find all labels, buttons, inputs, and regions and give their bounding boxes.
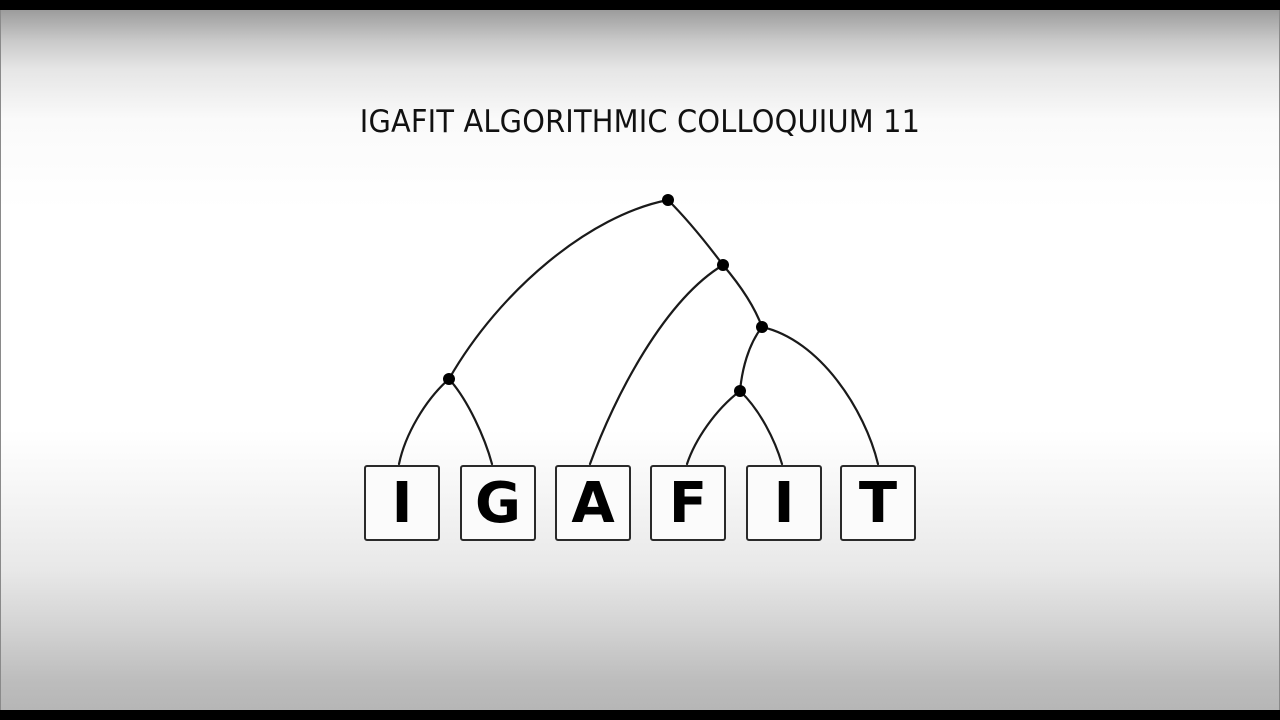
edge-n3-I [738, 389, 784, 466]
edge-n1-n2 [721, 263, 764, 329]
edge-n2-T [760, 325, 880, 466]
tree-node [734, 385, 746, 397]
tree-node [756, 321, 768, 333]
letter-box-f: F [650, 465, 726, 541]
edge-root-n1 [666, 198, 725, 267]
slide-title: IGAFIT ALGORITHMIC COLLOQUIUM 11 [359, 104, 921, 140]
letter-box-i2: I [746, 465, 822, 541]
tree-node-root [662, 194, 674, 206]
tree-node [443, 373, 455, 385]
edge-root-left [447, 198, 670, 381]
letter-box-t: T [840, 465, 916, 541]
edge-left-G [447, 377, 494, 466]
tree-node [717, 259, 729, 271]
letter-box-i: I [364, 465, 440, 541]
letter-box-g: G [460, 465, 536, 541]
edge-n1-A [588, 263, 725, 466]
edge-n3-F [685, 389, 742, 466]
letter-box-a: A [555, 465, 631, 541]
edge-left-I [397, 377, 451, 466]
edge-n2-n3 [738, 325, 764, 393]
